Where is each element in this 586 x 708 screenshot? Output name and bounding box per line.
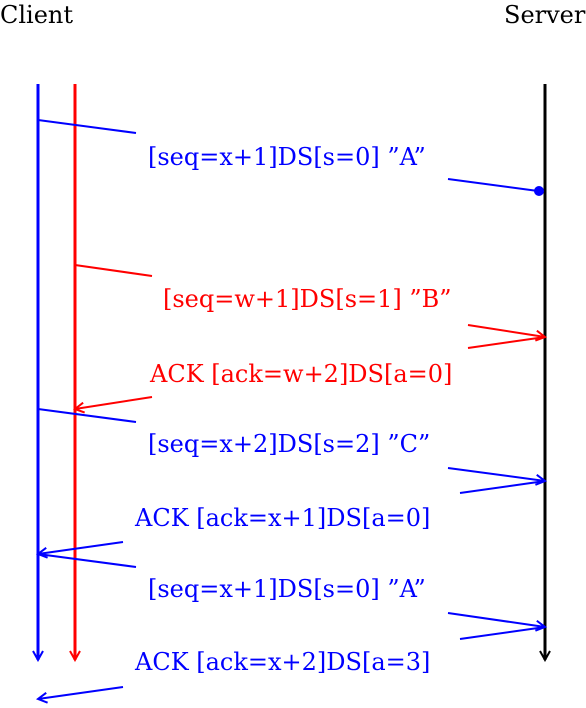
message-m6-label: [seq=x+1]DS[s=0] ”A” bbox=[148, 575, 426, 603]
message-m1-arrow bbox=[37, 119, 539, 192]
message-m4-arrow bbox=[37, 408, 545, 481]
message-m2-label: [seq=w+1]DS[s=1] ”B” bbox=[163, 285, 452, 313]
message-m5-label: ACK [ack=x+1]DS[a=0] bbox=[135, 504, 431, 532]
message-m3-arrow bbox=[75, 336, 546, 409]
lost-message-dot bbox=[534, 186, 544, 196]
message-m7-label: ACK [ack=x+2]DS[a=3] bbox=[135, 648, 431, 676]
message-m3-label: ACK [ack=w+2]DS[a=0] bbox=[150, 360, 453, 388]
message-m4-label: [seq=x+2]DS[s=2] ”C” bbox=[148, 430, 431, 458]
server-header: Server bbox=[504, 1, 586, 29]
message-m1-label: [seq=x+1]DS[s=0] ”A” bbox=[148, 143, 426, 171]
message-m5-arrow bbox=[38, 480, 546, 554]
message-m7-arrow bbox=[38, 626, 546, 699]
client-header: Client bbox=[0, 1, 74, 29]
message-m2-arrow bbox=[74, 264, 545, 337]
message-m6-arrow bbox=[37, 553, 545, 627]
